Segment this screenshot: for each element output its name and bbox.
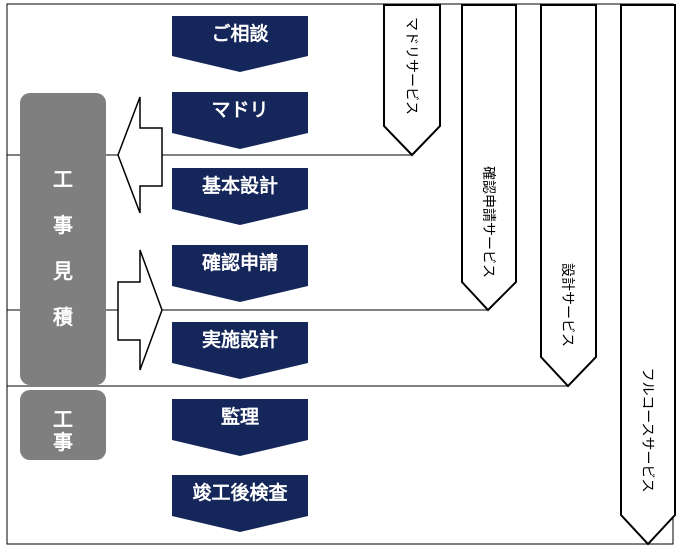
step-shape-inspection (172, 475, 308, 532)
step-label-madori: マドリ (211, 99, 269, 121)
step-shape-consultation (172, 16, 308, 72)
sekkei-service-bracket (540, 4, 597, 388)
step-label-inspection: 竣工後検査 (192, 482, 288, 504)
construction-box: 工 事 (20, 390, 106, 460)
step-shape-supervision (172, 399, 308, 456)
estimate-char: 積 (53, 305, 73, 329)
step-shape-madori (172, 92, 308, 149)
step-label-consultation: ご相談 (211, 23, 269, 45)
estimate-char: 事 (53, 213, 73, 237)
step-label-detail-design: 実施設計 (201, 329, 278, 351)
kakunin-service-label: 確認申請サービス (480, 166, 496, 278)
step-label-permit: 確認申請 (201, 252, 278, 274)
estimate-char: 見 (53, 259, 73, 283)
construction-char: 事 (53, 430, 73, 454)
kakunin-service-bracket (461, 4, 517, 312)
step-shape-basic-design (172, 168, 308, 225)
madori-service-label: マドリサービス (403, 17, 419, 115)
step-label-basic-design: 基本設計 (201, 175, 278, 197)
sekkei-service-label: 設計サービス (559, 263, 575, 347)
construction-char: 工 (53, 407, 73, 431)
full-service-label: フルコースサービス (639, 367, 655, 493)
right-arrow-icon (117, 249, 163, 371)
left-arrow-icon (117, 96, 163, 214)
step-label-supervision: 監理 (220, 406, 259, 428)
estimate-box: 工 事 見 積 (20, 93, 106, 385)
step-shape-permit (172, 245, 308, 302)
step-shape-detail-design (172, 322, 308, 379)
full-service-bracket (620, 4, 676, 546)
madori-service-bracket (383, 4, 441, 157)
estimate-char: 工 (53, 167, 73, 191)
